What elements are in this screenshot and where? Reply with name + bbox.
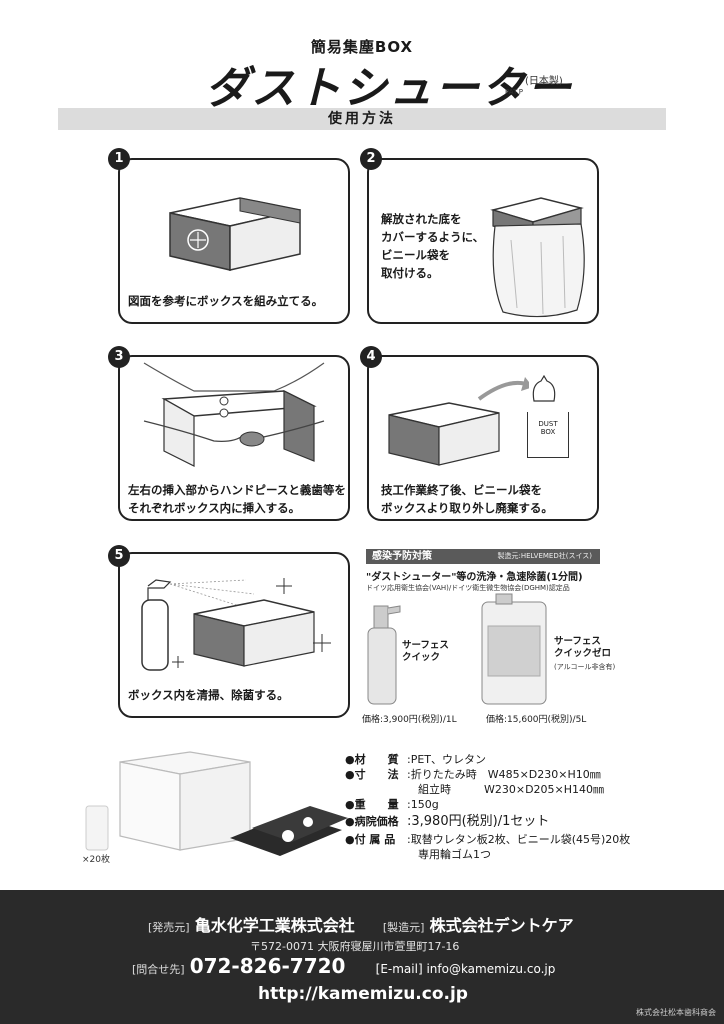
product-subtitle: 簡易集塵BOX [310,38,414,56]
step-4-caption: 技工作業終了後、ビニール袋を ボックスより取り外し廃棄する。 [381,483,553,515]
step-5-number: 5 [108,545,130,567]
spec-price-value: :3,980円(税別)/1セット [407,814,550,829]
product-2-price: 価格:15,600円(税別)/5L [486,715,587,725]
dust-box: DUST BOX [527,412,569,458]
infection-control-title: 感染予防対策 [372,551,432,562]
step-2-number: 2 [360,148,382,170]
dealer-credit: 株式会社松本歯科商会 [636,1008,716,1017]
spec-weight-key: ●重 量 [345,798,399,811]
assembled-box-illustration [169,197,301,271]
spray-bottle-product-image [367,605,401,705]
maker-tag: [製造元] [382,921,425,934]
contact-row: [問合せ先] 072-826-7720 [E-mail] info@kamemi… [132,954,555,978]
seller-name: 亀水化学工業株式会社 [194,916,355,935]
product-photo [85,751,348,856]
infection-certification: ドイツ応用衛生協会(VAH)/ドイツ衛生微生物協会(DGHM)認定品 [366,584,570,592]
spec-material: ●材 質 :PET、ウレタン [345,752,675,767]
spec-dimensions-value: :折りたたみ時 W485×D230×H10㎜ [407,768,601,781]
product-2-note: (アルコール非含有) [554,663,616,671]
step-3-panel: 左右の挿入部からハンドピースと義歯等を それぞれボックス内に挿入する。 [118,355,350,521]
spec-accessories-extra: 専用輪ゴム1つ [345,847,675,862]
seller-tag: [発売元] [148,921,190,934]
product-2-name: サーフェス クイックゼロ [554,636,612,659]
infection-description: "ダストシューター"等の洗浄・急速除菌(1分間) [366,572,583,583]
made-in-label: (日本製) [525,76,563,87]
spec-dimensions-key: ●寸 法 [345,768,399,781]
product-title: ダストシューター [205,63,573,114]
spec-weight: ●重 量 :150g [345,797,675,812]
step-3-caption: 左右の挿入部からハンドピースと義歯等を それぞれボックス内に挿入する。 [128,483,346,515]
company-row: [発売元] 亀水化学工業株式会社 [製造元] 株式会社デントケア [148,912,574,936]
spec-dimensions: ●寸 法 :折りたたみ時 W485×D230×H10㎜ [345,767,675,782]
spec-accessories-extra-value: 専用輪ゴム1つ [407,848,491,861]
infection-control-heading: 感染予防対策 製造元:HELVEMED社(スイス) [366,549,600,564]
spec-weight-value: :150g [407,798,439,811]
step-3-number: 3 [108,346,130,368]
email-address[interactable]: [E-mail] info@kamemizu.co.jp [375,962,556,976]
spec-accessories-key: ●付 属 品 [345,833,396,846]
spec-material-key: ●材 質 [345,753,399,766]
trash-bag-icon [532,375,556,402]
remove-bag-illustration [388,377,529,466]
website-link[interactable]: http://kamemizu.co.jp [258,984,468,1004]
product-1-name: サーフェス クイック [402,640,449,663]
usage-heading: 使用方法 [58,108,666,130]
step-1-panel: 図面を参考にボックスを組み立てる。 [118,158,350,324]
hands-inserting-illustration [143,362,325,467]
maker-name: 株式会社デントケア [429,916,574,935]
contact-tag: [問合せ先] [132,963,185,976]
step-4-panel: DUST BOX 技工作業終了後、ビニール袋を ボックスより取り外し廃棄する。 [367,355,599,521]
step-5-caption: ボックス内を清掃、除菌する。 [128,688,289,702]
step-5-panel: ボックス内を清掃、除菌する。 [118,552,350,718]
spec-material-value: :PET、ウレタン [407,753,487,766]
box-with-bag-illustration [490,197,585,318]
product-1-price: 価格:3,900円(税別)/1L [362,715,457,725]
canister-product-image [481,593,547,705]
spec-list: ●材 質 :PET、ウレタン ●寸 法 :折りたたみ時 W485×D230×H10㎜… [345,752,675,862]
footer: [発売元] 亀水化学工業株式会社 [製造元] 株式会社デントケア 〒572-00… [0,890,724,1024]
spec-dimensions-assembled-value: 組立時 W230×D205×H140㎜ [407,783,605,796]
spec-accessories-value: :取替ウレタン板2枚、ビニール袋(45号)20枚 [407,833,631,846]
infection-maker: 製造元:HELVEMED社(スイス) [497,552,593,560]
step-1-number: 1 [108,148,130,170]
spec-accessories: ●付 属 品 :取替ウレタン板2枚、ビニール袋(45号)20枚 [345,832,675,847]
patent-label: PAT.P [505,88,523,96]
phone-number: 072-826-7720 [189,954,346,978]
address: 〒572-0071 大阪府寝屋川市萱里町17-16 [250,940,460,953]
spray-cleaning-illustration [141,578,331,671]
bag-count-label: ×20枚 [82,855,110,865]
spec-price: ●病院価格 :3,980円(税別)/1セット [345,812,675,832]
step-1-caption: 図面を参考にボックスを組み立てる。 [128,294,324,308]
spec-price-key: ●病院価格 [345,815,399,828]
step-4-number: 4 [360,346,382,368]
step-2-caption: 解放された底を カバーするように、 ビニール袋を 取付ける。 [381,212,485,280]
spec-dimensions-assembled: 組立時 W230×D205×H140㎜ [345,782,675,797]
step-2-panel: 解放された底を カバーするように、 ビニール袋を 取付ける。 [367,158,599,324]
